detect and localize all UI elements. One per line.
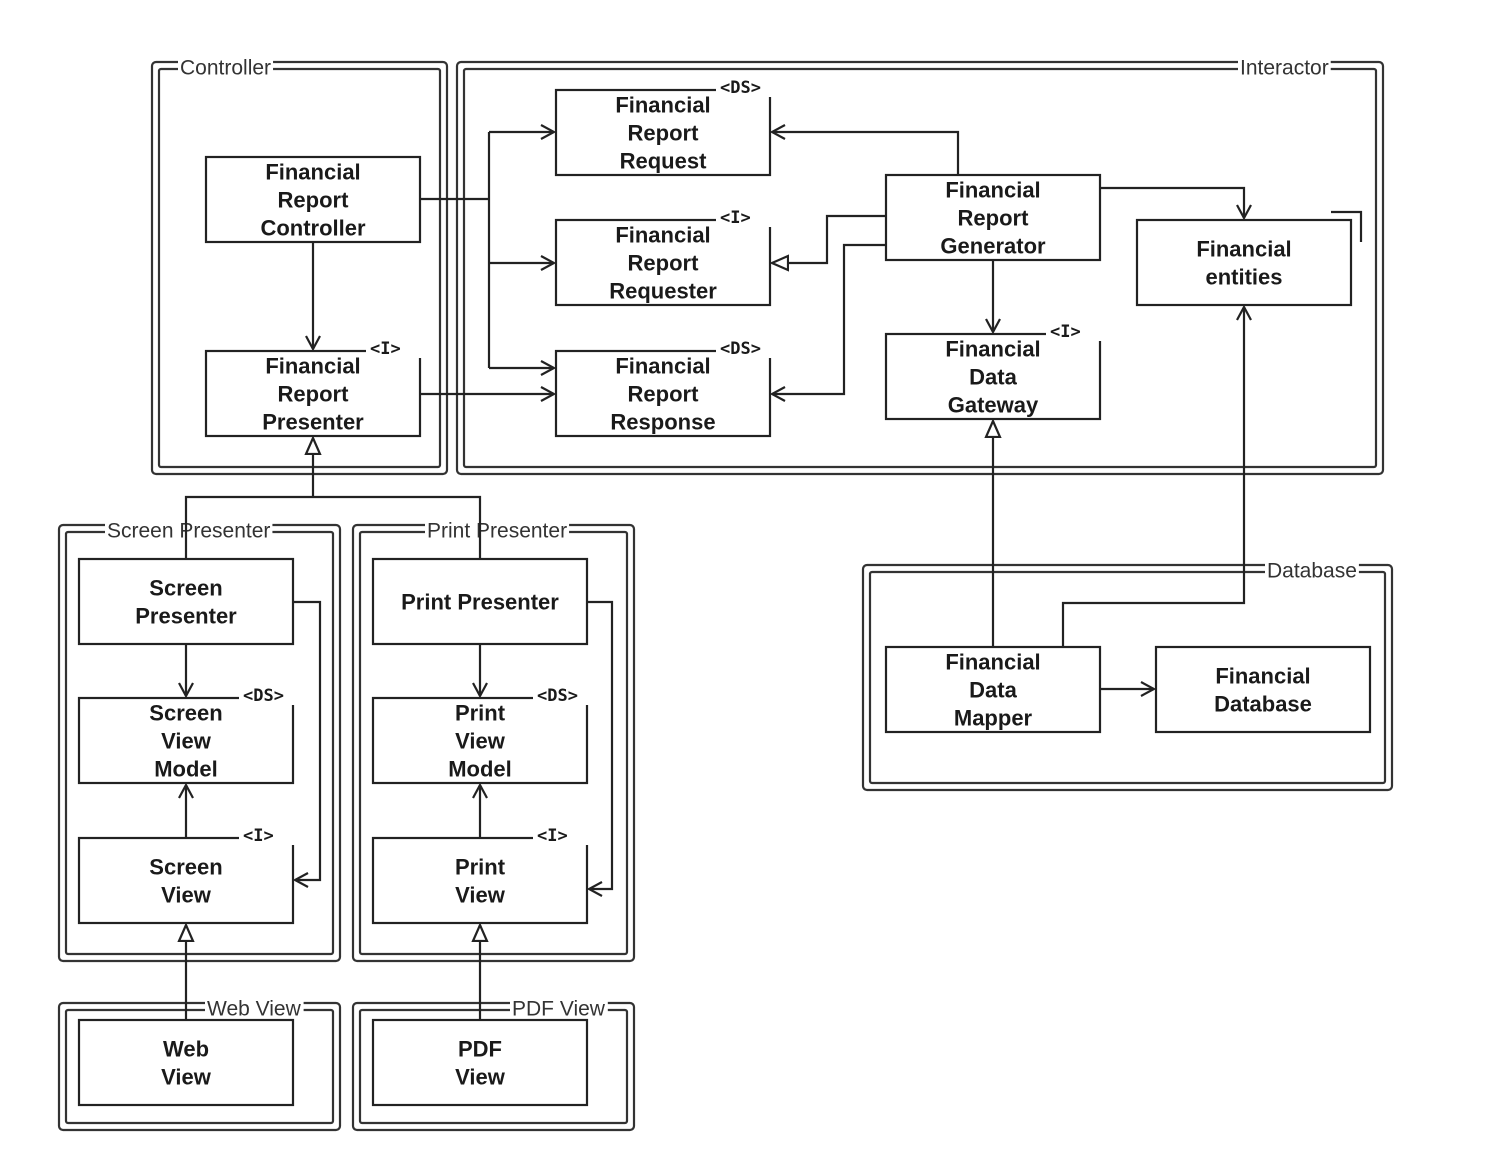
class-name-line: Request bbox=[620, 149, 707, 174]
class-box-pdf-view-cls[interactable]: PDF View bbox=[371, 1018, 589, 1107]
class-name-line: Generator bbox=[940, 234, 1046, 259]
class-name-line: Database bbox=[1214, 692, 1312, 717]
arrow-generator-to-request bbox=[772, 132, 960, 175]
component-frame-screen-presenter: Screen Presenter bbox=[57, 520, 342, 963]
component-label: Print Presenter bbox=[427, 520, 567, 543]
class-name-line: Print Presenter bbox=[401, 590, 559, 615]
class-name-line: Financial bbox=[1215, 664, 1310, 689]
class-name-line: Model bbox=[448, 757, 512, 782]
component-label: Screen Presenter bbox=[107, 520, 270, 543]
class-name-line: Controller bbox=[260, 216, 366, 241]
component-frame-print-presenter: Print Presenter bbox=[351, 520, 636, 963]
entities-stack-icon bbox=[1331, 210, 1363, 242]
stereotype-label: <I> bbox=[1050, 322, 1081, 342]
arrow-generator-to-entities bbox=[1100, 186, 1244, 218]
arrow-mapper-to-entities bbox=[1061, 307, 1244, 647]
class-name-line: Web bbox=[163, 1037, 209, 1062]
class-name-line: View bbox=[455, 883, 506, 908]
component-frame-web-view: Web View bbox=[57, 998, 342, 1132]
class-name-line: PDF bbox=[458, 1037, 502, 1062]
class-name-line: View bbox=[455, 729, 506, 754]
stereotype-label: <I> bbox=[370, 339, 401, 359]
arrow-screen-presenter-to-view bbox=[293, 600, 322, 880]
class-name-line: Financial bbox=[615, 93, 710, 118]
wire-presenters-bus bbox=[184, 495, 482, 559]
class-box-f-entities[interactable]: Financial entities bbox=[1135, 210, 1363, 307]
class-name-line: View bbox=[161, 883, 212, 908]
stereotype-label: <DS> bbox=[243, 686, 284, 706]
class-name-line: Model bbox=[154, 757, 218, 782]
class-name-line: Screen bbox=[149, 701, 222, 726]
class-name-line: Financial bbox=[945, 178, 1040, 203]
arrow-generator-to-response bbox=[772, 243, 886, 394]
class-name-line: Financial bbox=[1196, 237, 1291, 262]
class-name-line: Report bbox=[958, 206, 1030, 231]
component-label: Interactor bbox=[1240, 57, 1329, 80]
class-name-line: Financial bbox=[265, 160, 360, 185]
class-name-line: Requester bbox=[609, 279, 717, 304]
component-frame-database: Database bbox=[861, 560, 1394, 792]
class-name-line: Report bbox=[628, 251, 700, 276]
stereotype-label: <DS> bbox=[720, 339, 761, 359]
class-box-print-presenter-cls[interactable]: Print Presenter bbox=[371, 557, 589, 646]
stereotype-label: <I> bbox=[720, 208, 751, 228]
class-name-line: Print bbox=[455, 701, 506, 726]
arrow-print-presenter-to-view bbox=[587, 600, 614, 889]
arrow-generator-implements-requester bbox=[772, 214, 886, 263]
component-label: PDF View bbox=[512, 998, 606, 1021]
class-name-line: Gateway bbox=[948, 393, 1039, 418]
class-name-line: Financial bbox=[945, 337, 1040, 362]
class-name-line: Data bbox=[969, 365, 1017, 390]
class-name-line: Financial bbox=[615, 354, 710, 379]
class-name-line: Report bbox=[628, 121, 700, 146]
class-name-line: Financial bbox=[265, 354, 360, 379]
stereotype-label: <DS> bbox=[537, 686, 578, 706]
class-name-line: entities bbox=[1205, 265, 1282, 290]
class-name-line: Data bbox=[969, 678, 1017, 703]
class-name-line: Presenter bbox=[262, 410, 364, 435]
stereotype-label: <I> bbox=[537, 826, 568, 846]
component-label: Database bbox=[1267, 560, 1357, 583]
class-name-line: View bbox=[161, 1065, 212, 1090]
class-name-line: Screen bbox=[149, 855, 222, 880]
class-name-line: Report bbox=[628, 382, 700, 407]
class-name-line: Financial bbox=[615, 223, 710, 248]
component-frame-controller: Controller bbox=[150, 57, 449, 476]
stereotype-label: <I> bbox=[243, 826, 274, 846]
class-name-line: Response bbox=[610, 410, 715, 435]
stereotype-label: <DS> bbox=[720, 78, 761, 98]
component-frame-pdf-view: PDF View bbox=[351, 998, 636, 1132]
class-name-line: Presenter bbox=[135, 604, 237, 629]
class-name-line: Print bbox=[455, 855, 506, 880]
component-frame-interactor: Interactor bbox=[455, 57, 1385, 476]
class-name-line: View bbox=[161, 729, 212, 754]
component-label: Controller bbox=[180, 57, 271, 80]
class-name-line: Mapper bbox=[954, 706, 1033, 731]
class-name-line: Report bbox=[278, 382, 350, 407]
class-name-line: Screen bbox=[149, 576, 222, 601]
class-name-line: Report bbox=[278, 188, 350, 213]
class-name-line: View bbox=[455, 1065, 506, 1090]
component-label: Web View bbox=[207, 998, 302, 1021]
class-name-line: Financial bbox=[945, 650, 1040, 675]
